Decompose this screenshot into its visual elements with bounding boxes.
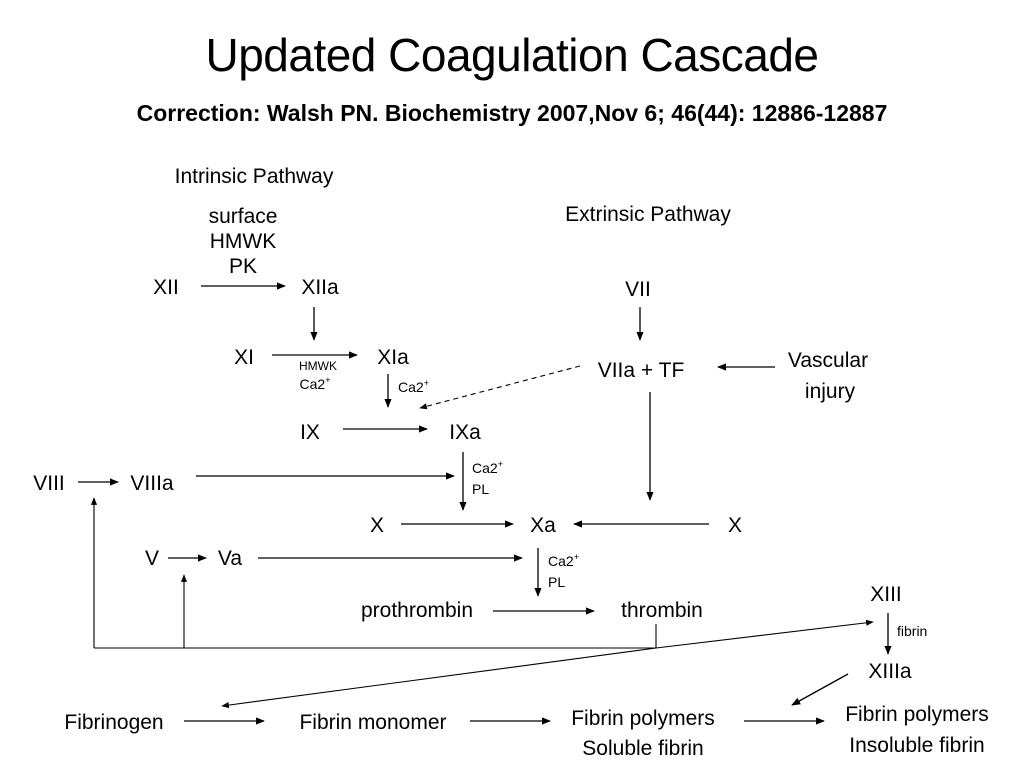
cofactor-surface: surface (209, 205, 278, 228)
factor-xiia: XIIa (301, 276, 339, 299)
soluble-fibrin-label: Soluble fibrin (582, 737, 703, 760)
factor-xii: XII (153, 276, 179, 299)
cofactor-pl-xa: PL (548, 574, 565, 590)
intrinsic-pathway-label: Intrinsic Pathway (175, 165, 334, 188)
factor-viii: VIII (33, 472, 65, 495)
cofactor-hmwk: HMWK (210, 230, 277, 253)
cofactor-ca2-xi: Ca2+ (300, 375, 331, 392)
cofactor-ca2-ixa: Ca2+ (472, 459, 503, 476)
factor-x-extrinsic: X (728, 514, 742, 537)
arrow-thrombin-to-fibrinogen (221, 647, 657, 709)
cofactor-pl-ixa: PL (472, 481, 489, 497)
arrow-thrombin-to-xiii (655, 619, 874, 649)
fibrin-polymers-insoluble-label: Fibrin polymers (845, 703, 989, 726)
citation-subtitle: Correction: Walsh PN. Biochemistry 2007,… (136, 100, 888, 126)
arrow-xiiia-to-fibrin-polymers (791, 673, 849, 706)
fibrinogen-label: Fibrinogen (64, 711, 163, 734)
factor-v: V (145, 547, 159, 570)
cofactor-ca2-xa: Ca2+ (548, 552, 579, 569)
factor-thrombin: thrombin (621, 599, 703, 622)
arrow-viia-to-ix-dashed (419, 365, 581, 410)
fibrin-polymers-soluble-label: Fibrin polymers (571, 707, 715, 730)
factor-xiiia: XIIIa (868, 660, 912, 683)
fibrin-monomer-label: Fibrin monomer (299, 711, 446, 734)
cofactor-ca2-xia: Ca2+ (398, 378, 429, 395)
factor-x-intrinsic: X (370, 514, 384, 537)
factor-xiii: XIII (870, 583, 902, 606)
factor-xa: Xa (530, 514, 556, 537)
extrinsic-pathway-label: Extrinsic Pathway (565, 203, 731, 226)
cofactor-fibrin: fibrin (897, 623, 927, 639)
factor-ixa: IXa (449, 421, 481, 444)
page-title: Updated Coagulation Cascade (205, 29, 819, 81)
injury-label: injury (805, 380, 856, 403)
cofactor-pk: PK (229, 255, 257, 278)
insoluble-fibrin-label: Insoluble fibrin (849, 734, 984, 757)
factor-va: Va (218, 547, 242, 570)
factor-xia: XIa (377, 346, 409, 369)
factor-prothrombin: prothrombin (361, 599, 473, 622)
factor-xi: XI (234, 346, 254, 369)
cofactor-hmwk-small: HMWK (299, 359, 337, 373)
factor-viiia: VIIIa (130, 472, 174, 495)
factor-vii: VII (625, 278, 651, 301)
vascular-label: Vascular (788, 349, 868, 372)
factor-viia-tf: VIIa + TF (598, 359, 685, 382)
factor-ix: IX (300, 421, 320, 444)
